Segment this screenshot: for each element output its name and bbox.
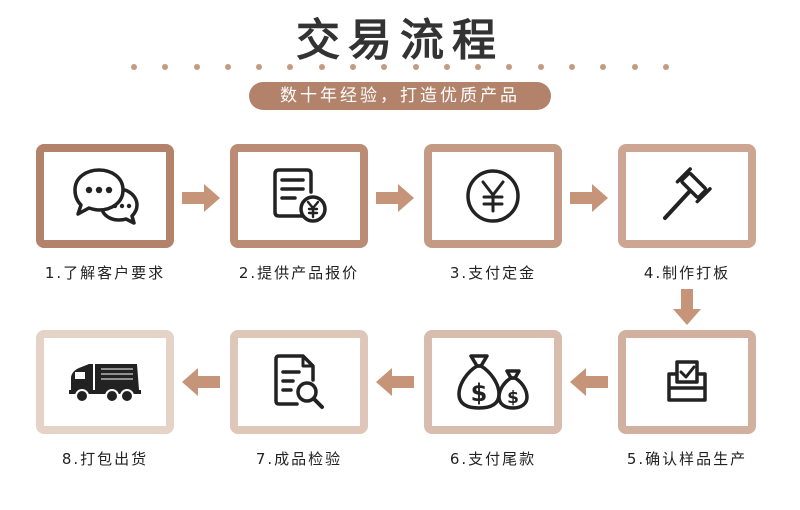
step-1-box — [36, 144, 174, 248]
arrow-left-1 — [570, 368, 608, 396]
step-5: 5.确认样品生产 — [618, 330, 756, 469]
arrow-right-1 — [182, 184, 220, 212]
step-3: 3.支付定金 — [424, 144, 562, 283]
svg-text:$: $ — [507, 388, 519, 408]
step-2-label: 2.提供产品报价 — [238, 264, 360, 282]
approval-box-icon — [657, 352, 717, 412]
arrow-right-3 — [570, 184, 608, 212]
step-7-label: 7.成品检验 — [255, 450, 343, 468]
yen-coin-icon — [463, 166, 523, 226]
arrow-right-2 — [376, 184, 414, 212]
quote-document-icon — [269, 166, 329, 226]
dot-divider — [131, 64, 669, 72]
step-7: 7.成品检验 — [230, 330, 368, 469]
step-1-label: 1.了解客户要求 — [44, 264, 166, 282]
step-3-box — [424, 144, 562, 248]
step-5-label: 5.确认样品生产 — [626, 450, 748, 468]
chat-bubbles-icon — [69, 166, 141, 226]
money-bags-icon: $ $ — [453, 352, 533, 412]
page-title: 交易流程 — [296, 15, 504, 66]
subtitle-pill: 数十年经验，打造优质产品 — [249, 82, 551, 110]
step-6: $ $ 6.支付尾款 — [424, 330, 562, 469]
step-4: 4.制作打板 — [618, 144, 756, 283]
step-6-label: 6.支付尾款 — [449, 450, 537, 468]
inspect-document-icon — [269, 352, 329, 412]
arrow-left-2 — [376, 368, 414, 396]
step-7-box — [230, 330, 368, 434]
arrow-left-3 — [182, 368, 220, 396]
step-4-label: 4.制作打板 — [643, 264, 731, 282]
step-4-box — [618, 144, 756, 248]
step-1: 1.了解客户要求 — [36, 144, 174, 283]
step-6-box: $ $ — [424, 330, 562, 434]
step-8-label: 8.打包出货 — [61, 450, 149, 468]
step-3-label: 3.支付定金 — [449, 264, 537, 282]
step-8: 8.打包出货 — [36, 330, 174, 469]
step-2-box — [230, 144, 368, 248]
truck-icon — [67, 360, 143, 404]
svg-text:$: $ — [471, 379, 488, 407]
arrow-down — [673, 289, 701, 325]
step-8-box — [36, 330, 174, 434]
step-2: 2.提供产品报价 — [230, 144, 368, 283]
hammer-icon — [657, 166, 717, 226]
step-5-box — [618, 330, 756, 434]
